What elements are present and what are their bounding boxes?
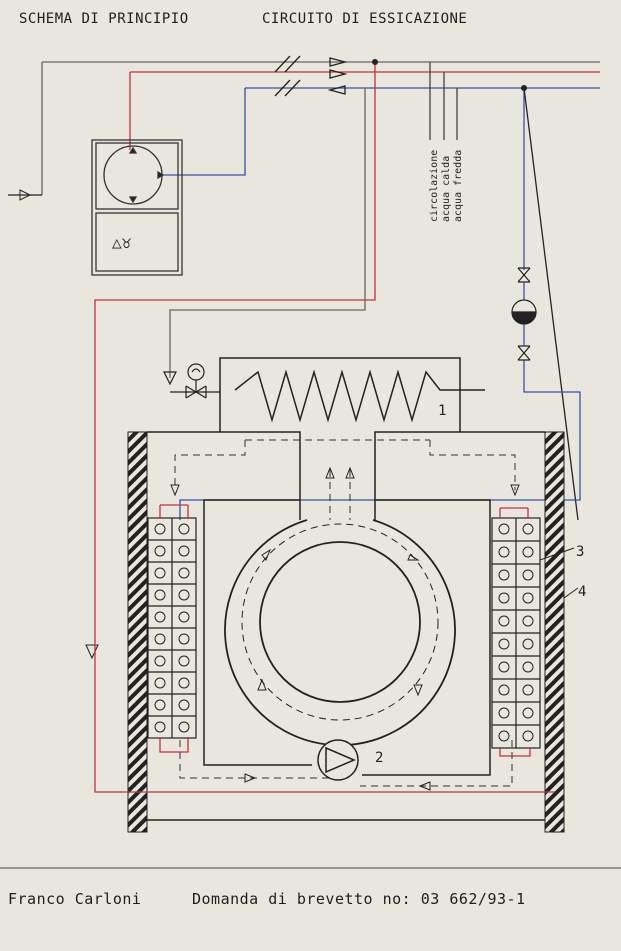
supply-lines <box>41 61 600 640</box>
leader-rack <box>539 547 575 561</box>
legend-labels: circolazione acqua calda acqua fredda <box>429 150 464 222</box>
control-panel <box>91 139 183 276</box>
air-flow-path <box>174 439 516 787</box>
return-lines <box>94 504 555 793</box>
flow-arrows <box>85 466 520 791</box>
footer-patent-number: Domanda di brevetto no: 03 662/93-1 <box>192 890 526 908</box>
legend-circulation: circolazione <box>429 150 440 222</box>
junction-node <box>372 59 378 65</box>
inlet-arrow <box>19 189 32 201</box>
right-valve-pump-group <box>511 267 537 361</box>
label-pump: 2 <box>375 750 383 766</box>
circulation-pump <box>317 739 359 781</box>
legend-hot-water: acqua calda <box>441 156 452 222</box>
right-cabinet-wall <box>544 431 565 833</box>
line-switches <box>274 55 348 97</box>
label-heater: 1 <box>438 403 446 419</box>
header-right-title: CIRCUITO DI ESSICAZIONE <box>262 11 468 27</box>
left-cabinet-wall <box>127 431 148 833</box>
label-rack: 3 <box>576 544 584 560</box>
left-valve-group <box>163 363 220 399</box>
leader-wall <box>563 587 579 599</box>
cabinet-structure <box>147 431 545 821</box>
junction-node <box>521 85 527 91</box>
label-wall: 4 <box>578 584 586 600</box>
footer-author: Franco Carloni <box>8 890 142 908</box>
left-rack <box>147 517 197 739</box>
header-left-title: SCHEMA DI PRINCIPIO <box>19 11 189 27</box>
heater-unit <box>219 357 485 432</box>
control-symbols: △♉ <box>112 233 132 252</box>
drum <box>224 519 456 747</box>
legend-cold-water: acqua fredda <box>453 150 464 222</box>
right-rack <box>491 517 541 749</box>
